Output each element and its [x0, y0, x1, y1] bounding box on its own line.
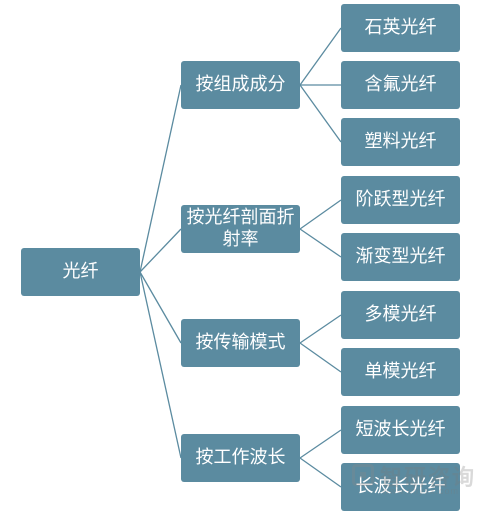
connector-line	[299, 84, 342, 143]
category-label: 按工作波长	[195, 447, 286, 468]
leaf-node: 塑料光纤	[341, 118, 460, 166]
connector-line	[299, 457, 342, 488]
leaf-node: 单模光纤	[341, 348, 460, 396]
category-node-transmission-mode: 按传输模式	[181, 319, 300, 367]
leaf-label: 塑料光纤	[364, 131, 437, 152]
leaf-label: 长波长光纤	[355, 476, 446, 497]
leaf-node: 短波长光纤	[341, 406, 460, 454]
category-label: 按传输模式	[195, 332, 286, 353]
connector-line	[139, 271, 182, 344]
leaf-node: 石英光纤	[341, 4, 460, 52]
leaf-node: 含氟光纤	[341, 61, 460, 109]
leaf-node: 渐变型光纤	[341, 233, 460, 281]
watermark-text-en: www.chyxx.com	[382, 486, 460, 496]
category-node-composition: 按组成成分	[181, 61, 300, 109]
leaf-label: 阶跃型光纤	[355, 189, 446, 210]
connector-line	[299, 199, 342, 230]
connector-line	[299, 27, 342, 86]
connector-line	[299, 429, 342, 459]
category-label: 按光纤剖面折射率	[186, 207, 295, 250]
watermark-text-cn: 智研咨询	[380, 466, 477, 491]
category-label: 按组成成分	[195, 74, 286, 95]
category-node-refractive-index: 按光纤剖面折射率	[181, 205, 300, 253]
root-node: 光纤	[21, 248, 140, 296]
leaf-label: 多模光纤	[364, 304, 437, 325]
leaf-label: 石英光纤	[364, 17, 437, 38]
leaf-node: 长波长光纤	[341, 463, 460, 511]
leaf-node: 阶跃型光纤	[341, 176, 460, 224]
connector-line	[299, 342, 342, 373]
category-node-wavelength: 按工作波长	[181, 434, 300, 482]
connector-line	[139, 271, 182, 459]
watermark-logo: 智研咨询 www.chyxx.com	[352, 460, 482, 500]
connector-line	[139, 228, 182, 273]
leaf-node: 多模光纤	[341, 291, 460, 339]
root-label: 光纤	[62, 261, 99, 282]
connector-line	[139, 84, 182, 273]
leaf-label: 单模光纤	[364, 361, 437, 382]
leaf-label: 渐变型光纤	[355, 246, 446, 267]
connector-line	[299, 314, 342, 344]
leaf-label: 含氟光纤	[364, 74, 437, 95]
logo-icon	[352, 464, 374, 486]
connector-line	[299, 228, 342, 258]
leaf-label: 短波长光纤	[355, 419, 446, 440]
